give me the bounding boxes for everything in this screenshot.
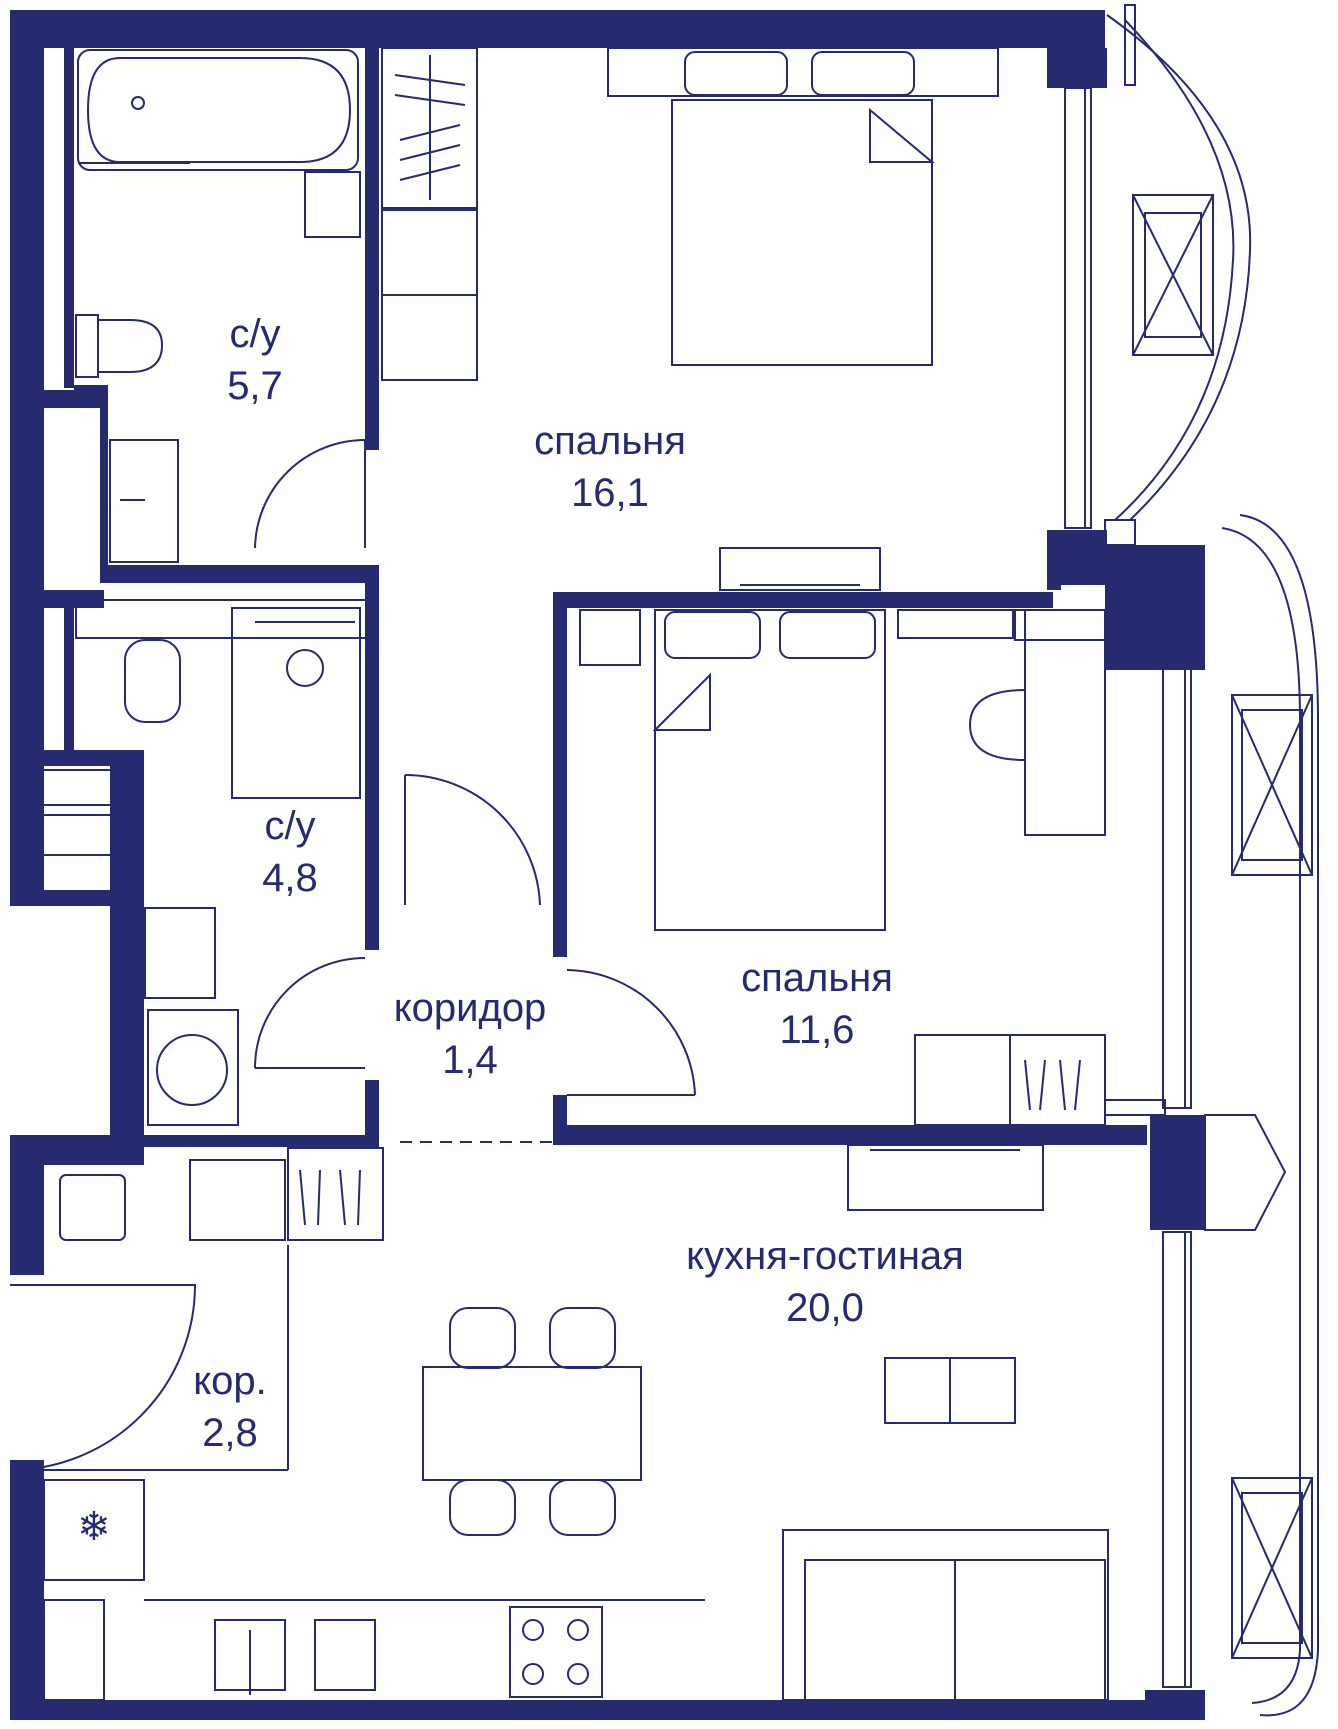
stove-icon [509,1606,603,1698]
room-area: 4,8 [262,856,318,900]
door-icon [254,957,366,1069]
fridge-icon [43,1479,145,1581]
bedroom-2-furniture [579,609,1116,1126]
room-name: с/у [264,804,316,848]
room-area: 1,4 [442,1038,498,1082]
room-label-bathroom-1: с/у 5,7 [200,308,310,412]
room-label-bedroom-2: спальня 11,6 [712,952,922,1056]
door-icon [9,1284,197,1471]
dining-table-icon [422,1366,642,1481]
door-icon [404,774,541,906]
bathtub-icon [77,49,359,171]
room-name: с/у [229,312,281,356]
wardrobe-icon [287,1147,384,1241]
toilet-icon [124,639,181,723]
corridor-doors [400,774,696,1143]
wardrobe-icon [1009,1034,1106,1126]
bed-icon [654,609,886,931]
chair-icon [968,688,1026,762]
bedroom-1-furniture [381,47,999,591]
room-area: 11,6 [779,1008,855,1052]
shower-icon [231,607,361,799]
desk-icon [1024,609,1106,836]
chair-icon [449,1479,516,1536]
room-label-bathroom-2: с/у 4,8 [235,800,345,904]
chair-icon [549,1307,616,1369]
room-name: коридор [393,986,547,1030]
room-label-bedroom-1: спальня 16,1 [505,415,715,519]
sofa-icon [782,1529,1109,1701]
bathroom-1-fixtures [75,49,366,563]
wardrobe-icon [381,47,478,209]
entry-corridor [9,1147,384,1471]
room-label-kitchen-living: кухня-гостиная 20,0 [640,1230,1010,1334]
room-label-corridor-2: кор. 2,8 [175,1355,285,1459]
room-area: 16,1 [571,471,649,515]
room-area: 5,7 [227,364,283,408]
room-name: кухня-гостиная [686,1234,964,1278]
room-label-corridor-1: коридор 1,4 [365,982,575,1086]
bed-icon [671,99,933,366]
room-area: 2,8 [202,1411,258,1455]
door-icon [254,439,366,549]
bathroom-2-fixtures [39,599,367,1126]
walls [10,10,1205,1720]
toilet-icon [97,319,164,373]
room-name: кор. [193,1359,267,1403]
balcony [1064,4,1319,1717]
washing-machine-icon [147,1009,239,1126]
door-icon [566,969,696,1096]
chair-icon [549,1479,616,1536]
room-area: 20,0 [786,1286,864,1330]
kitchen-living-furniture: ❄ [43,1144,1109,1701]
svg-text:❄: ❄ [77,1504,111,1550]
sink-icon [109,439,179,563]
room-name: спальня [534,419,686,463]
room-name: спальня [741,956,893,1000]
chair-icon [449,1307,516,1369]
